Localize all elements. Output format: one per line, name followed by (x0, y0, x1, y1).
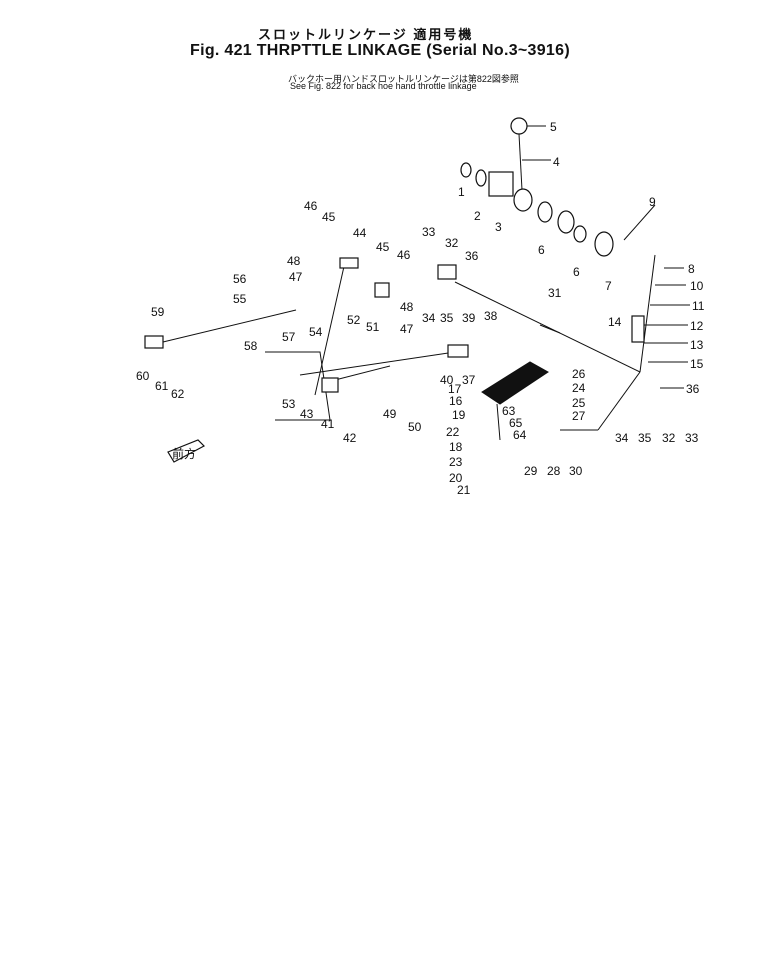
callout-61: 61 (155, 379, 169, 393)
figure-title: Fig. 421 THRPTTLE LINKAGE (Serial No.3~3… (190, 42, 570, 59)
callout-59: 59 (151, 305, 165, 319)
callout-35: 35 (440, 311, 454, 325)
callout-49: 49 (383, 407, 397, 421)
callout-16: 16 (449, 394, 463, 408)
callout-46b: 46 (397, 248, 411, 262)
callout-labels: 5 4 1 2 3 6 6 7 9 8 10 11 12 13 14 15 36… (136, 120, 705, 497)
knob-5 (510, 117, 528, 135)
callout-51: 51 (366, 320, 380, 334)
callout-17: 17 (448, 382, 462, 396)
callout-9: 9 (649, 195, 656, 209)
callout-57: 57 (282, 330, 296, 344)
callout-42: 42 (343, 431, 357, 445)
callout-48b: 48 (400, 300, 414, 314)
callout-53: 53 (282, 397, 296, 411)
callout-37: 37 (462, 373, 476, 387)
note-japanese: バックホー用ハンドスロットルリンケージは第822図参照 (288, 74, 519, 84)
callout-43: 43 (300, 407, 314, 421)
callout-6b: 6 (573, 265, 580, 279)
callout-48: 48 (287, 254, 301, 268)
frame-plate (265, 351, 331, 421)
callout-56: 56 (233, 272, 247, 286)
callout-47b: 47 (400, 322, 414, 336)
callout-32: 32 (445, 236, 459, 250)
callout-7: 7 (605, 279, 612, 293)
callout-52: 52 (347, 313, 361, 327)
callout-41: 41 (321, 417, 335, 431)
callout-45b: 45 (376, 240, 390, 254)
callout-14: 14 (608, 315, 622, 329)
callout-34: 34 (422, 311, 436, 325)
callout-21: 21 (457, 483, 471, 497)
callout-30: 30 (569, 464, 583, 478)
callout-4: 4 (553, 155, 560, 169)
callout-55: 55 (233, 292, 247, 306)
callout-62: 62 (171, 387, 185, 401)
title-japanese: スロットルリンケージ 適用号機 (258, 27, 474, 42)
callout-45: 45 (322, 210, 336, 224)
callout-40: 40 (440, 373, 454, 387)
callout-64: 64 (513, 428, 527, 442)
callout-35-right: 35 (638, 431, 652, 445)
callout-10: 10 (690, 279, 704, 293)
callout-26: 26 (572, 367, 586, 381)
callout-38: 38 (484, 309, 498, 323)
callout-19: 19 (452, 408, 466, 422)
callout-23: 23 (449, 455, 463, 469)
callout-24: 24 (572, 381, 586, 395)
spring-3 (488, 171, 514, 197)
callout-27: 27 (572, 409, 586, 423)
callout-6a: 6 (538, 243, 545, 257)
callout-31: 31 (548, 286, 562, 300)
callout-1: 1 (458, 185, 465, 199)
callout-33-right: 33 (685, 431, 699, 445)
cross-reference-note: See Fig. 822 for back hoe hand throttle … (290, 81, 477, 91)
callout-36-right: 36 (686, 382, 700, 396)
callout-47: 47 (289, 270, 303, 284)
callout-5: 5 (550, 120, 557, 134)
callout-20: 20 (449, 471, 463, 485)
callout-15: 15 (690, 357, 704, 371)
leader-lines (522, 125, 690, 389)
callout-28: 28 (547, 464, 561, 478)
throttle-rod-31 (454, 281, 641, 373)
callout-13: 13 (690, 338, 704, 352)
callout-60: 60 (136, 369, 150, 383)
callout-29: 29 (524, 464, 538, 478)
callout-25: 25 (572, 396, 586, 410)
callout-34-right: 34 (615, 431, 629, 445)
callout-54: 54 (309, 325, 323, 339)
front-marker-label: 前方 (172, 446, 196, 461)
callout-8: 8 (688, 262, 695, 276)
callout-12: 12 (690, 319, 704, 333)
lever-rod (639, 254, 656, 373)
callout-2: 2 (474, 209, 481, 223)
callout-39: 39 (462, 311, 476, 325)
callout-22: 22 (446, 425, 460, 439)
callout-46: 46 (304, 199, 318, 213)
callout-33: 33 (422, 225, 436, 239)
callout-36: 36 (465, 249, 479, 263)
callout-11: 11 (692, 299, 705, 313)
callout-50: 50 (408, 420, 422, 434)
callout-18: 18 (449, 440, 463, 454)
adjuster-13 (631, 315, 645, 343)
callout-58: 58 (244, 339, 258, 353)
lever-44 (314, 261, 346, 396)
rod-49 (299, 351, 456, 376)
accelerator-pedal-17 (481, 361, 549, 405)
callout-32-right: 32 (662, 431, 676, 445)
callout-63: 63 (502, 404, 516, 418)
callout-65: 65 (509, 416, 523, 430)
callout-44: 44 (353, 226, 367, 240)
lever-4 (518, 133, 523, 191)
front-direction-arrow (167, 439, 205, 463)
callout-3: 3 (495, 220, 502, 234)
rod-58 (162, 309, 297, 343)
